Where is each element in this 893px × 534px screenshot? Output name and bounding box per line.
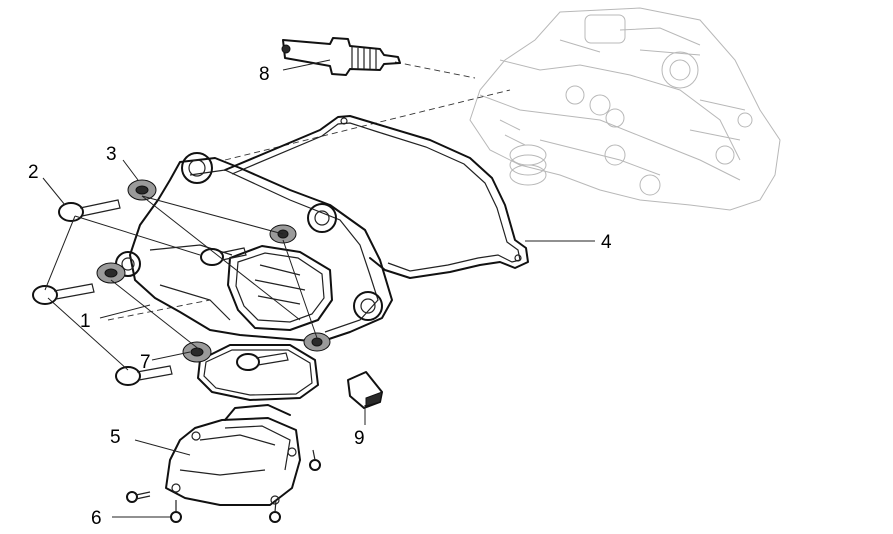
callout-label-8: 8 [259,64,270,85]
valve-cover [115,152,393,343]
cover-screws [126,449,321,523]
callout-label-3: 3 [106,144,117,165]
callout-label-2: 2 [28,162,39,183]
breather-gasket [197,344,319,401]
callout-label-9: 9 [354,428,365,449]
callout-label-7: 7 [140,352,151,373]
grommets [96,179,331,363]
clip [347,371,383,409]
cover-bolts [32,199,289,386]
callout-label-1: 1 [80,311,91,332]
alignment-lines [107,61,511,321]
valve-cover-gasket [224,115,529,279]
callout-label-4: 4 [601,232,612,253]
spark-plug [281,37,401,76]
cylinder-head-ghost [469,7,781,211]
leader-lines [42,59,595,518]
callout-label-5: 5 [110,427,121,448]
callout-labels: 1 2 3 4 5 6 7 8 9 [28,64,612,529]
callout-label-6: 6 [91,508,102,529]
breather-cover [165,404,301,506]
